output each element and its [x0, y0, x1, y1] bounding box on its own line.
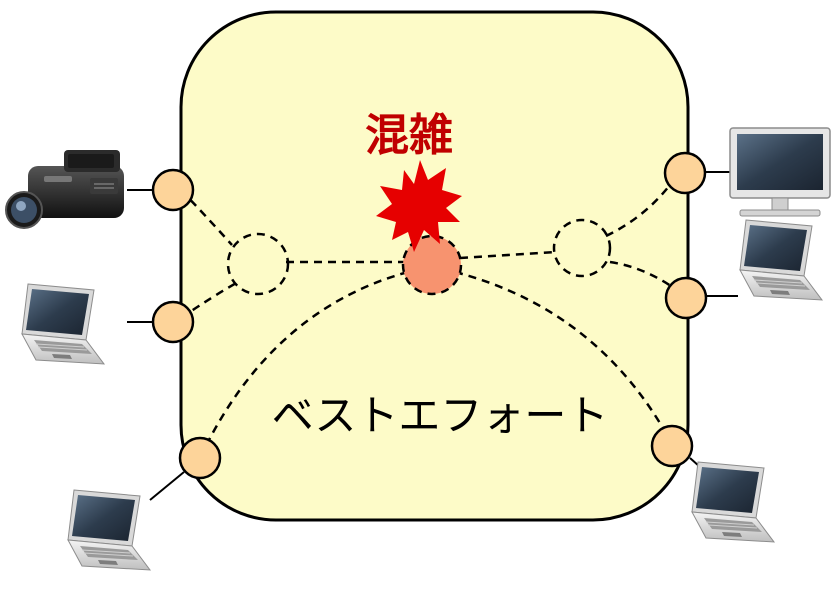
congestion-label: 混雑	[365, 110, 453, 161]
relay-node-right	[552, 218, 612, 278]
laptop-icon	[691, 461, 775, 543]
relay-node-left	[226, 232, 290, 296]
edge-node-camera	[151, 168, 195, 212]
monitor-icon	[729, 127, 831, 217]
route-core-to-right-bottom	[454, 270, 674, 445]
edge-node-laptop-right	[664, 276, 708, 320]
congested-node	[401, 234, 463, 296]
laptop-icon	[67, 489, 151, 571]
route-core-to-right-relay	[459, 250, 557, 260]
network-label: ベストエフォート	[272, 391, 609, 440]
video-camera-icon	[5, 150, 124, 229]
edge-node-monitor	[663, 151, 707, 195]
congestion-burst-icon	[376, 160, 462, 252]
edge-node-laptop-left	[151, 300, 195, 344]
edge-node-laptop-right-bottom	[650, 424, 694, 468]
link-laptop-left-bottom	[149, 471, 185, 501]
laptop-icon	[21, 283, 105, 365]
edge-node-laptop-left-bottom	[178, 436, 222, 480]
laptop-icon	[739, 219, 823, 301]
